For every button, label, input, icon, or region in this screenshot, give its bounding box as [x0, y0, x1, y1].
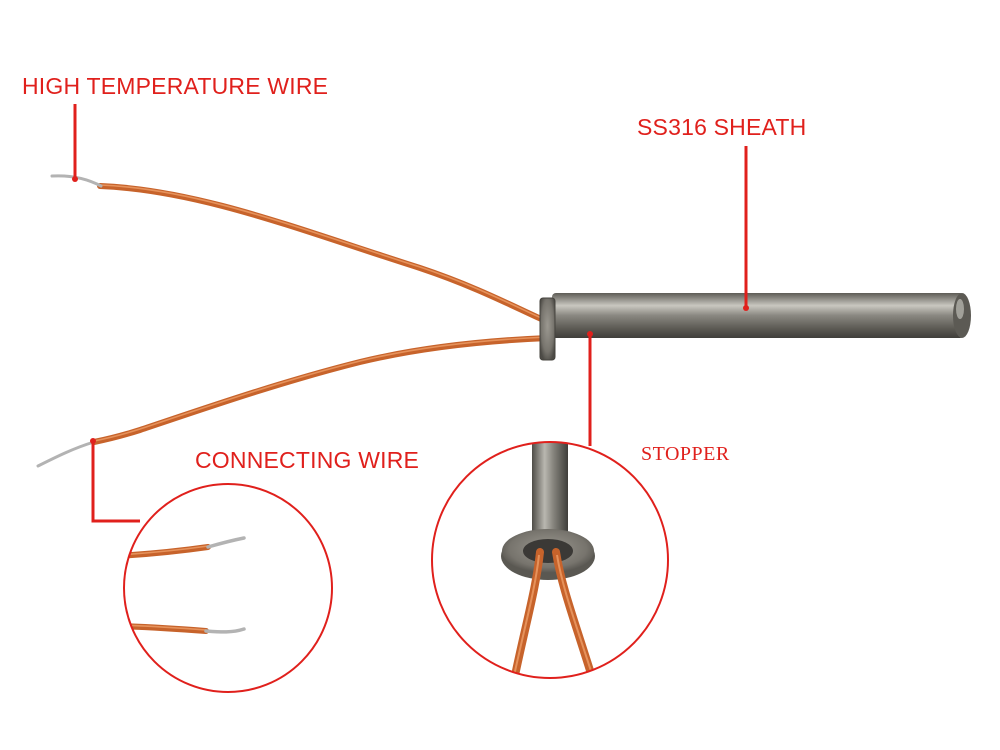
leader-connecting-wire [91, 440, 140, 523]
zoom-wire-tip-lower [204, 627, 246, 634]
label-connecting-wire: CONNECTING WIRE [195, 447, 420, 473]
connecting-wire [91, 335, 551, 445]
high-temperature-wire [97, 183, 551, 325]
leader-dot-sheath [743, 305, 749, 311]
leader-dot-stopper [587, 331, 593, 337]
label-high-temperature-wire: HIGH TEMPERATURE WIRE [22, 73, 329, 99]
leader-dot-connecting [90, 438, 96, 444]
label-stopper: STOPPER [641, 443, 730, 465]
magnifier-wire-ends [123, 483, 333, 693]
leader-lines [73, 104, 748, 523]
label-ss316-sheath: SS316 SHEATH [637, 114, 807, 140]
leader-dot-high-temp [72, 176, 78, 182]
zoom-wire-tip-upper [206, 536, 246, 549]
ss316-sheath [552, 293, 964, 338]
wire-tip-lower [36, 440, 96, 468]
stopper-flange [539, 297, 556, 361]
heater-assembly [36, 174, 971, 468]
magnifier-stopper [431, 441, 669, 679]
